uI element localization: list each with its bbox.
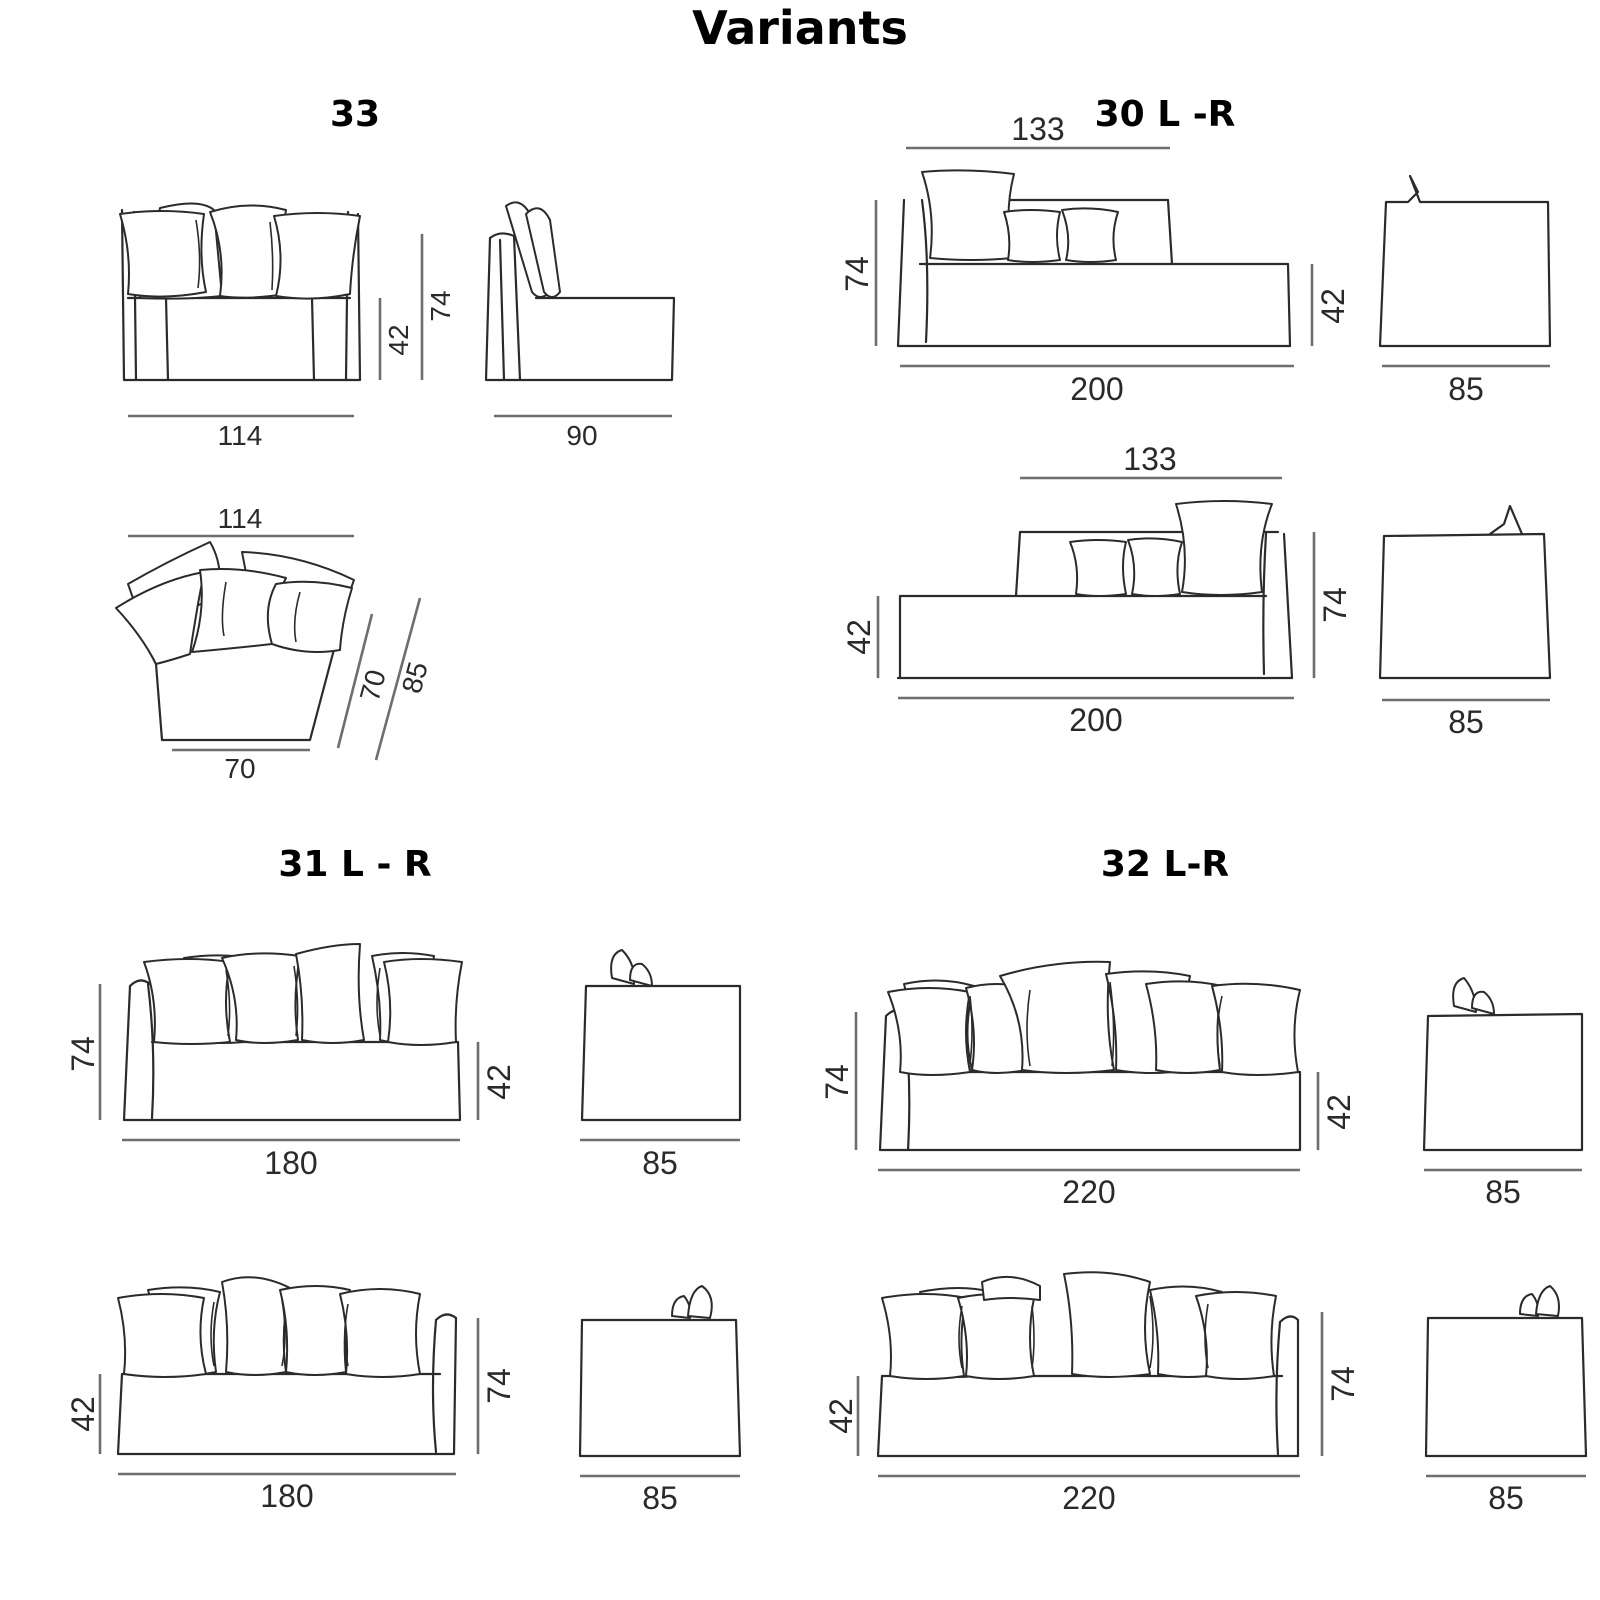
variant-30-left-front-dims: 133 74 42 200 — [839, 111, 1351, 407]
variant-31-right-side-view — [578, 1285, 742, 1458]
variant-32-right-side-view — [1424, 1285, 1588, 1458]
variant-32-right-depth: 85 — [1488, 1480, 1524, 1516]
variant-30-left-back-length: 133 — [1011, 111, 1064, 147]
variant-31-left-side-view — [580, 949, 742, 1122]
variant-33-angled-bottom-width: 70 — [224, 753, 255, 784]
variant-33-angled-view — [115, 541, 355, 742]
variant-31-right-seat-height: 42 — [65, 1396, 101, 1432]
variant-30-right-depth: 85 — [1448, 704, 1484, 740]
page-title: Variants — [692, 1, 908, 55]
variant-32: 32 L-R 74 42 220 85 — [819, 844, 1588, 1516]
variant-32-right-seat-height: 42 — [823, 1398, 859, 1434]
variant-30-right-seat-height: 42 — [841, 619, 877, 655]
variant-30-left-side-dims: 85 — [1382, 364, 1550, 407]
variant-30-right-width: 200 — [1069, 702, 1122, 738]
variant-31-left-side-dims: 85 — [580, 1138, 740, 1181]
variant-31-right-depth: 85 — [642, 1480, 678, 1516]
variant-32-left-seat-height: 42 — [1321, 1094, 1357, 1130]
variant-30-left-seat-height: 42 — [1315, 288, 1351, 324]
variant-32-left-side-dims: 85 — [1424, 1168, 1582, 1210]
variant-31-heading: 31 L - R — [278, 844, 431, 885]
variant-31-left-depth: 85 — [642, 1145, 678, 1181]
variant-30-right-height: 74 — [1317, 587, 1353, 623]
variant-32-left-side-view — [1422, 977, 1584, 1152]
variant-30-right-back-length: 133 — [1123, 441, 1176, 477]
variant-31-left-width: 180 — [264, 1145, 317, 1181]
variant-32-left-width: 220 — [1062, 1174, 1115, 1210]
variant-33-front-dims: 114 42 74 — [128, 234, 456, 451]
variant-30-right-front-view — [896, 500, 1294, 680]
variant-32-right-side-dims: 85 — [1426, 1474, 1586, 1516]
variant-32-heading: 32 L-R — [1101, 844, 1229, 885]
variant-30-right-side-dims: 85 — [1382, 698, 1550, 740]
variant-32-right-front-view — [876, 1271, 1300, 1458]
variant-32-left-front-view — [878, 960, 1302, 1152]
variant-32-right-height: 74 — [1325, 1366, 1361, 1402]
variant-31-right-width: 180 — [260, 1478, 313, 1514]
variant-30-left-height: 74 — [839, 256, 875, 292]
variant-33-side-view — [484, 201, 676, 382]
variant-33: 33 114 42 74 90 — [115, 94, 676, 784]
variant-33-front-view — [119, 202, 362, 382]
variant-31-right-front-view — [116, 1276, 458, 1456]
variant-30-left-depth: 85 — [1448, 371, 1484, 407]
variant-32-right-width: 220 — [1062, 1480, 1115, 1516]
variant-30: 30 L -R 133 74 42 200 85 — [839, 94, 1552, 740]
variant-30-left-side-view — [1378, 174, 1552, 348]
variant-33-heading: 33 — [330, 94, 380, 135]
variant-31-right-side-dims: 85 — [580, 1474, 740, 1516]
variant-30-right-front-dims: 133 74 42 200 — [841, 441, 1353, 738]
variant-31-left-front-dims: 74 42 180 — [65, 984, 517, 1181]
variant-33-front-width: 114 — [218, 420, 263, 451]
variant-30-left-front-view — [896, 169, 1292, 348]
variant-30-heading: 30 L -R — [1095, 94, 1236, 135]
variant-33-height: 74 — [425, 290, 456, 321]
variant-32-left-front-dims: 74 42 220 — [819, 1012, 1357, 1210]
variant-33-angled-depth-outer: 85 — [396, 658, 434, 696]
variant-32-right-front-dims: 42 74 220 — [823, 1312, 1361, 1516]
variant-31: 31 L - R 74 42 180 85 — [65, 844, 742, 1516]
variant-31-right-height: 74 — [481, 1368, 517, 1404]
variant-32-left-depth: 85 — [1485, 1174, 1521, 1210]
variant-33-side-dims: 90 — [494, 414, 672, 451]
variant-31-left-front-view — [122, 943, 463, 1122]
variant-33-seat-height: 42 — [383, 324, 414, 355]
variant-33-angled-top-width: 114 — [218, 503, 263, 534]
variant-31-left-seat-height: 42 — [481, 1064, 517, 1100]
variant-30-right-side-view — [1378, 504, 1552, 680]
variant-32-left-height: 74 — [819, 1064, 855, 1100]
variant-31-left-height: 74 — [65, 1036, 101, 1072]
variant-33-angled-depth-inner: 70 — [354, 666, 392, 704]
variant-33-side-depth: 90 — [566, 420, 597, 451]
variant-31-right-front-dims: 42 74 180 — [65, 1318, 517, 1514]
variant-30-left-width: 200 — [1070, 371, 1123, 407]
